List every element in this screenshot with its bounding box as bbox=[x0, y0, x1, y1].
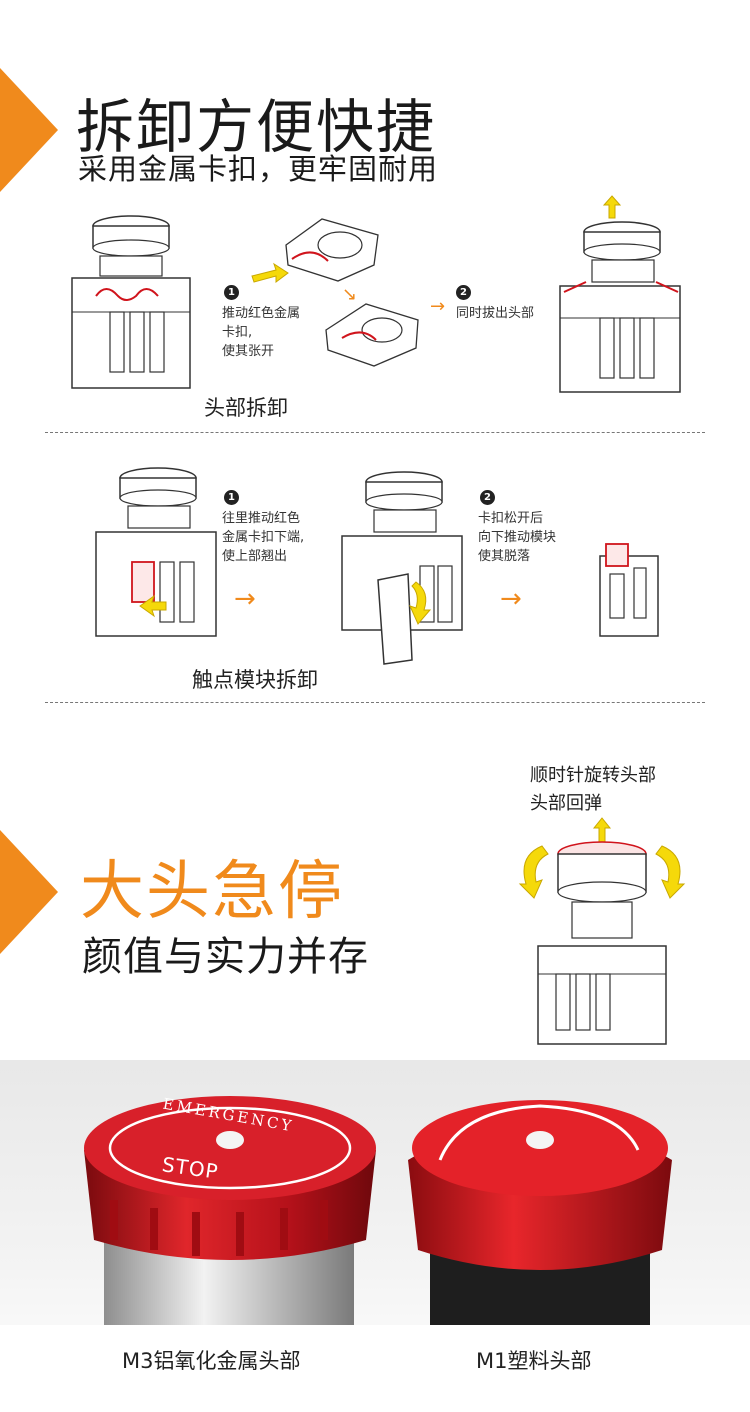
step-number-badge: 2 bbox=[480, 490, 495, 505]
section2-accent-tab bbox=[0, 830, 58, 954]
step-number-badge: 1 bbox=[224, 285, 239, 300]
section2-title: 大头急停 bbox=[80, 855, 344, 929]
clip-part-bottom bbox=[325, 303, 419, 367]
rotate-note-line: 顺时针旋转头部 bbox=[530, 765, 656, 786]
head-removal-caption: 头部拆卸 bbox=[204, 396, 288, 420]
module-step1-line: 往里推动红色 bbox=[222, 511, 301, 526]
emergency-stop-rotate-illustration bbox=[518, 817, 686, 1045]
module-step2-line: 卡扣松开后 bbox=[478, 511, 544, 526]
switch-illustration-module-step2 bbox=[341, 471, 463, 665]
rotate-note: 顺时针旋转头部 头部回弹 bbox=[530, 762, 656, 818]
section1-accent-tab bbox=[0, 68, 58, 192]
module-step1-line: 使上部翘出 bbox=[222, 549, 288, 564]
caption-bar bbox=[0, 1325, 750, 1412]
section-divider bbox=[45, 432, 705, 433]
yellow-up-arrow-icon bbox=[602, 195, 622, 219]
head-step1-text: 推动红色金属 卡扣, 使其张开 bbox=[222, 304, 300, 361]
rotate-note-line: 头部回弹 bbox=[530, 793, 602, 814]
section-divider bbox=[45, 702, 705, 703]
orange-arrow-icon: → bbox=[500, 584, 522, 614]
orange-arrow-icon: → bbox=[234, 584, 256, 614]
step-number-badge: 2 bbox=[456, 285, 471, 300]
head-step2-text: 同时拔出头部 bbox=[456, 306, 535, 321]
m1-caption: M1塑料头部 bbox=[476, 1349, 592, 1373]
module-step1-text: 往里推动红色 金属卡扣下端, 使上部翘出 bbox=[222, 509, 304, 566]
m3-caption: M3铝氧化金属头部 bbox=[122, 1349, 301, 1373]
switch-illustration-assembled bbox=[71, 215, 191, 389]
switch-illustration-head-lifted bbox=[559, 221, 681, 393]
m1-plastic-head-photo bbox=[408, 1100, 672, 1330]
detached-contact-module bbox=[599, 543, 659, 637]
module-step2-line: 向下推动模块 bbox=[478, 530, 557, 545]
module-step2-line: 使其脱落 bbox=[478, 549, 531, 564]
switch-illustration-module-step1 bbox=[95, 467, 217, 637]
step-number-badge: 1 bbox=[224, 490, 239, 505]
section1-subtitle: 采用金属卡扣，更牢固耐用 bbox=[78, 152, 439, 186]
clip-part-top bbox=[285, 218, 379, 282]
module-step1-line: 金属卡扣下端, bbox=[222, 530, 305, 545]
orange-diagonal-arrow-icon: ↘ bbox=[342, 284, 358, 305]
m3-metal-head-photo bbox=[84, 1096, 376, 1330]
head-step1-line: 卡扣, bbox=[222, 325, 253, 340]
section2-subtitle: 颜值与实力并存 bbox=[82, 934, 369, 980]
section1-title: 拆卸方便快捷 bbox=[76, 93, 437, 161]
head-step1-line: 推动红色金属 bbox=[222, 306, 301, 321]
module-removal-caption: 触点模块拆卸 bbox=[192, 668, 318, 692]
module-step2-text: 卡扣松开后 向下推动模块 使其脱落 bbox=[478, 509, 556, 566]
yellow-push-arrow-icon bbox=[251, 262, 289, 283]
orange-arrow-icon: → bbox=[430, 296, 446, 317]
head-step1-line: 使其张开 bbox=[222, 344, 275, 359]
